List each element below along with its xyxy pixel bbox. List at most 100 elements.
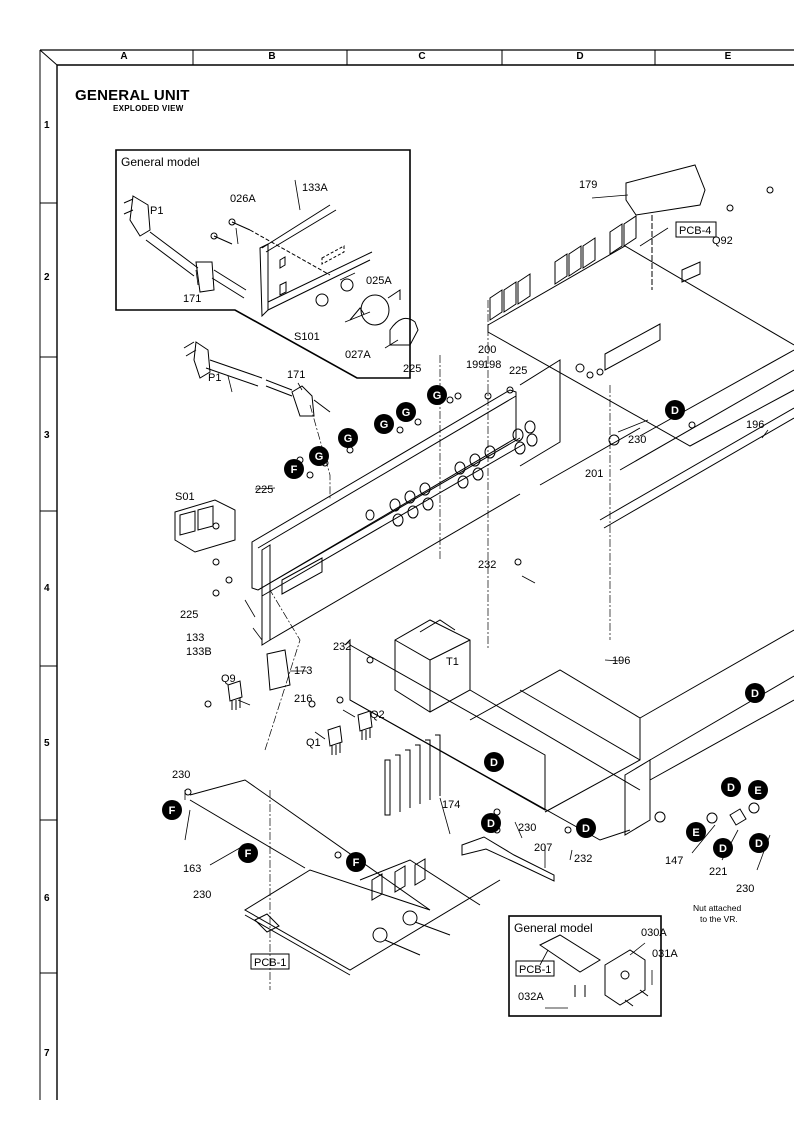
svg-text:G: G (380, 419, 389, 431)
label-s101: S101 (294, 331, 320, 343)
label-232-bottom: 232 (574, 853, 592, 865)
transistor-q1-part (327, 725, 343, 755)
label-230-pcb1: 230 (193, 889, 211, 901)
row-header-6: 6 (44, 893, 50, 904)
screws-026a-part (210, 218, 331, 276)
label-230-d: 230 (518, 822, 536, 834)
label-p1-inset: P1 (150, 205, 163, 217)
switch-s01-part (174, 499, 236, 553)
label-q1: Q1 (306, 737, 321, 749)
svg-text:F: F (245, 848, 252, 860)
bracket-027a-part (389, 317, 419, 346)
badge-g-5: G (427, 385, 447, 405)
label-171-inset: 171 (183, 293, 201, 305)
label-t1: T1 (446, 656, 459, 668)
label-174: 174 (442, 799, 460, 811)
label-030a: 030A (641, 927, 667, 939)
badge-e-2: E (686, 822, 706, 842)
label-225-mid: 225 (255, 484, 273, 496)
label-026a: 026A (230, 193, 256, 205)
explode-axes (264, 300, 611, 990)
label-032a: 032A (518, 991, 544, 1003)
label-198-visible: 198 (483, 359, 501, 371)
svg-text:G: G (402, 407, 411, 419)
clamp-171-part (291, 385, 331, 417)
svg-text:G: G (344, 433, 353, 445)
label-s01: S01 (175, 491, 195, 503)
screws (184, 186, 774, 859)
bracket-030a-part (539, 934, 649, 1007)
label-207: 207 (534, 842, 552, 854)
rear-bracket-part (624, 675, 794, 836)
row-header-3: 3 (44, 430, 50, 441)
label-173: 173 (294, 665, 312, 677)
badge-d-6: D (721, 777, 741, 797)
label-179: 179 (579, 179, 597, 191)
pcb-4-part (487, 215, 794, 447)
column-header-c: C (418, 51, 426, 62)
plug-p1-part (183, 341, 293, 397)
transistor-q9-part (227, 680, 243, 710)
label-pcb-1-inset: PCB-1 (519, 964, 551, 976)
heatsink-174-part (384, 734, 441, 816)
svg-text:D: D (719, 843, 727, 855)
badge-g-3: G (374, 414, 394, 434)
label-q2: Q2 (370, 709, 385, 721)
label-201: 201 (585, 468, 603, 480)
document-title: GENERAL UNIT (75, 87, 190, 104)
svg-text:E: E (754, 785, 761, 797)
svg-text:G: G (433, 390, 442, 402)
label-216: 216 (294, 693, 312, 705)
badge-d-3: D (481, 813, 501, 833)
column-header-d: D (576, 51, 584, 62)
label-230-e: 230 (736, 883, 754, 895)
spacers-025a-part (315, 278, 354, 307)
row-header-4: 4 (44, 583, 50, 594)
grid-frame (39, 49, 794, 1100)
label-221: 221 (709, 866, 727, 878)
column-header-b: B (268, 51, 276, 62)
label-133a: 133A (302, 182, 328, 194)
column-header-e: E (724, 51, 732, 62)
label-225-top: 225 (403, 363, 421, 375)
label-031a: 031A (652, 948, 678, 960)
badge-f-3: F (238, 843, 258, 863)
pcb1-inset-label-box (515, 960, 555, 977)
label-q9: Q9 (221, 673, 236, 685)
svg-text:D: D (727, 782, 735, 794)
module-173-part (266, 649, 291, 691)
label-171: 171 (287, 369, 305, 381)
front-panel-part (251, 389, 538, 646)
inset-top-title: General model (121, 155, 200, 169)
cover-179-part (625, 164, 706, 290)
svg-text:D: D (582, 823, 590, 835)
label-163: 163 (183, 863, 201, 875)
label-133b: 133B (186, 646, 212, 658)
badge-f-2: F (162, 800, 182, 820)
badge-g-4: G (396, 402, 416, 422)
badge-d-1: D (665, 400, 685, 420)
screw-code-badges: F G G G G G D D D D D D E E D D F F F (162, 385, 769, 872)
badge-f-1: F (284, 459, 304, 479)
label-225-bottom: 225 (180, 609, 198, 621)
nut-note-line-1: Nut attached (693, 903, 741, 913)
chassis-part (519, 349, 794, 529)
svg-text:G: G (315, 451, 324, 463)
badge-g-1: G (309, 446, 329, 466)
label-147: 147 (665, 855, 683, 867)
row-header-2: 2 (44, 272, 50, 283)
plug-p1-inset-part (123, 195, 247, 299)
switch-s101-part (349, 289, 401, 326)
badge-d-8: D (749, 833, 769, 853)
svg-text:E: E (692, 827, 699, 839)
badge-d-5: D (745, 683, 765, 703)
svg-text:F: F (353, 857, 360, 869)
badge-d-7: D (713, 838, 733, 858)
badge-d-2: D (484, 752, 504, 772)
part-labels: General model P1 026A 133A 171 025A S101… (121, 155, 764, 1003)
label-230-left: 230 (172, 769, 190, 781)
inset-bottom-title: General model (514, 921, 593, 935)
badge-d-4: D (576, 818, 596, 838)
